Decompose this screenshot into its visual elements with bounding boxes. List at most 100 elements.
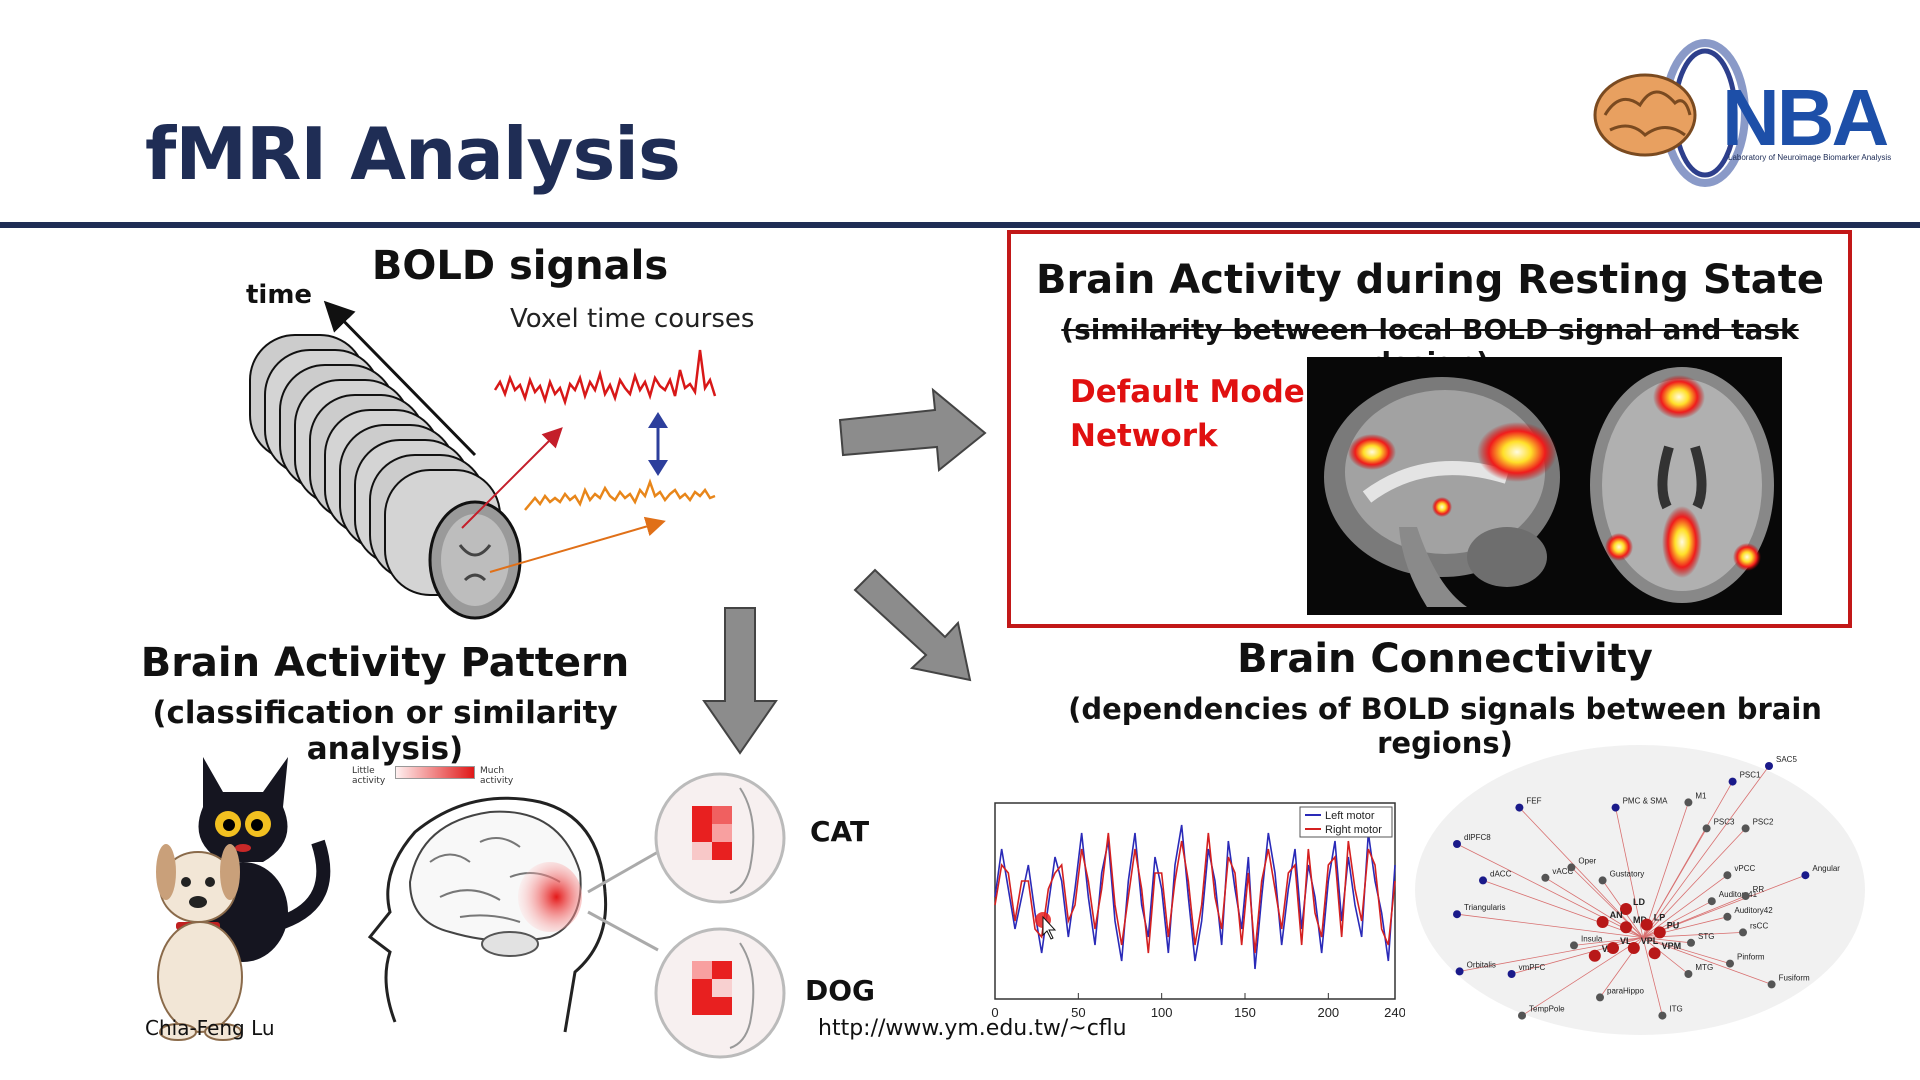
network-node [1687, 938, 1695, 947]
logo-subtitle: Laboratory of Neuroimage Biomarker Analy… [1728, 153, 1892, 162]
network-edge [1642, 937, 1689, 975]
dog-icon [156, 844, 243, 1041]
network-node [1598, 876, 1607, 885]
legend-little: Little activity [352, 766, 386, 786]
mouse-cursor-icon [1042, 915, 1057, 940]
network-node [1541, 873, 1550, 882]
dog-label: DOG [805, 974, 876, 1007]
network-node [1741, 892, 1750, 900]
network-node [1611, 803, 1620, 812]
series-left-motor-line [994, 824, 1396, 970]
network-node [1570, 941, 1578, 950]
network-node-label: PSC1 [1740, 771, 1761, 780]
network-node-label: TempPole [1529, 1005, 1565, 1014]
network-node [1648, 947, 1661, 960]
network-edge [1573, 937, 1643, 946]
network-node-label: LD [1633, 897, 1645, 907]
network-node [1607, 942, 1619, 954]
bold-illustration [249, 300, 717, 620]
network-node-label: AN [1610, 910, 1623, 920]
network-node-label: RR [1753, 885, 1765, 894]
arrow-diagonal-icon [853, 568, 972, 682]
network-edge [1642, 874, 1806, 938]
dmn-label-line2: Network [1070, 418, 1218, 454]
legend-left-motor: Left motor [1325, 810, 1375, 822]
network-node-label: dlPFC8 [1464, 833, 1491, 842]
sagittal-scan [1324, 377, 1560, 607]
network-node-label: vACC [1552, 867, 1573, 876]
head-activity-diagram [367, 796, 659, 1033]
x-tick-label: 240 [1384, 1005, 1405, 1020]
network-node [1723, 912, 1732, 921]
arrow-down-icon [702, 607, 778, 755]
network-node-label: Angular [1812, 864, 1840, 873]
bold-heading: BOLD signals [371, 243, 669, 289]
network-node [1767, 980, 1776, 989]
network-node-label: PSC2 [1753, 817, 1774, 826]
network-node-label: PU [1667, 920, 1680, 930]
network-node-label: Orbitalis [1467, 960, 1496, 969]
x-tick-label: 100 [1151, 1005, 1173, 1020]
voxel-label: Voxel time courses [510, 304, 755, 334]
network-node-label: FEF [1526, 797, 1541, 806]
network-edge [1642, 937, 1663, 1016]
network-node [1479, 876, 1487, 885]
network-edge [1642, 765, 1770, 938]
x-tick-label: 150 [1234, 1005, 1256, 1020]
network-edge [1521, 937, 1644, 1016]
network-node-label: vmPFC [1519, 963, 1546, 972]
activity-legend-bar [395, 766, 475, 779]
network-node [1453, 840, 1461, 848]
chart-legend: Left motor Right motor [1299, 806, 1393, 838]
pattern-heading: Brain Activity Pattern [140, 640, 630, 686]
network-node-label: SAC5 [1776, 755, 1797, 764]
cat-pattern-circle [654, 772, 786, 904]
network-edge [1642, 828, 1746, 938]
network-node [1455, 967, 1464, 976]
dmn-label-line1: Default Mode [1070, 374, 1305, 410]
network-node-label: STG [1698, 932, 1714, 941]
network-node-label: Auditory42 [1734, 906, 1773, 915]
network-node-label: MD [1633, 915, 1647, 925]
network-edge [1642, 937, 1692, 944]
dog-pattern-circle [654, 927, 786, 1059]
x-tick-label: 0 [991, 1005, 998, 1020]
network-node-label: Insula [1581, 934, 1603, 943]
network-node-label: VPL [1641, 936, 1659, 946]
legend-right-motor: Right motor [1325, 824, 1382, 836]
network-node [1627, 942, 1640, 954]
network-node-label: vPCC [1734, 864, 1755, 873]
double-arrow-icon [648, 412, 668, 476]
network-node [1620, 921, 1632, 934]
network-node [1596, 916, 1609, 928]
slide-title: fMRI Analysis [145, 112, 681, 196]
source-url-link[interactable]: http://www.ym.edu.tw/~cflu [818, 1016, 1127, 1041]
network-node-label: Gustatory [1610, 869, 1645, 878]
cat-dog-illustration [156, 757, 331, 1041]
network-node-label: ITG [1669, 1005, 1682, 1014]
network-node-label: rsCC [1750, 921, 1768, 930]
network-node [1640, 918, 1653, 931]
network-node-label: dACC [1490, 869, 1512, 878]
network-node-label: PMC & SMA [1623, 797, 1669, 806]
network-node [1702, 824, 1711, 833]
network-node [1588, 949, 1601, 962]
series-right-motor-line [994, 832, 1396, 954]
network-node-label: VL [1620, 936, 1632, 946]
network-edge [1519, 807, 1644, 938]
connectivity-heading: Brain Connectivity [1237, 636, 1653, 682]
network-node [1684, 970, 1693, 978]
connectivity-subheading: (dependencies of BOLD signals between br… [1068, 692, 1822, 760]
network-node [1507, 970, 1516, 978]
legend-much: Much activity [480, 766, 514, 786]
voxel-trace-orange [524, 478, 716, 511]
x-tick-label: 200 [1317, 1005, 1339, 1020]
pattern-subheading: (classification or similarity analysis) [152, 695, 618, 767]
network-node [1684, 798, 1693, 807]
credit-label: Chia-Feng Lu [145, 1016, 275, 1040]
network-node-label: M1 [1695, 791, 1707, 800]
